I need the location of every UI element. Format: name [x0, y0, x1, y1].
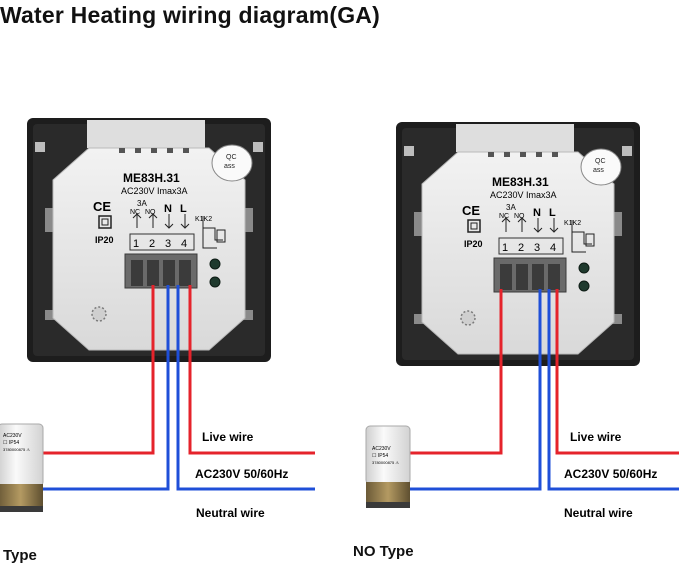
type-label-left: Type [3, 547, 37, 564]
live-wire-actuator-right [408, 289, 503, 455]
qc-line-2: ass [593, 167, 604, 174]
k1k2-label: K1K2 [195, 216, 212, 223]
terminal-4: 4 [181, 238, 187, 250]
actuator-text-3: 3780000875 ⚠ [3, 447, 30, 452]
neutral-wire-label-right: Neutral wire [564, 506, 633, 520]
ce-mark: CE [93, 199, 111, 214]
live-wire-label-left: Live wire [202, 430, 254, 444]
live-wire-label-right: Live wire [570, 430, 622, 444]
type-label-right: NO Type [353, 543, 414, 560]
l-label: L [180, 203, 187, 215]
supply-label-left: AC230V 50/60Hz [195, 467, 288, 481]
actuator-text-2: ☐ IP54 [3, 440, 19, 446]
live-wire-supply-left [188, 285, 315, 455]
neutral-wire-actuator-left [42, 285, 170, 491]
actuator-text-1: AC230V [372, 446, 391, 452]
qc-badge: QC ass [224, 154, 237, 170]
terminal-4: 4 [550, 242, 556, 254]
neutral-wire-supply-left [176, 285, 315, 491]
actuator-text-2: ☐ IP54 [372, 453, 388, 459]
terminal-2: 2 [518, 242, 524, 254]
live-wire-actuator-left [42, 285, 155, 455]
nc-label: NC [499, 213, 509, 220]
model-label: ME83H.31 [123, 171, 180, 185]
relay-current: 3A [506, 203, 516, 212]
terminal-3: 3 [534, 242, 540, 254]
wires-left [42, 285, 315, 491]
terminal-2: 2 [149, 238, 155, 250]
ip-rating: IP20 [464, 239, 483, 249]
live-wire-supply-right [555, 289, 679, 455]
nc-label: NC [130, 209, 140, 216]
qc-badge: QC ass [593, 158, 606, 174]
actuator-right: AC230V ☐ IP54 3780000875 ⚠ [365, 425, 411, 508]
rating-label: AC230V Imax3A [121, 186, 188, 196]
no-label: NO [145, 209, 156, 216]
qc-line-1: QC [595, 158, 606, 165]
k1k2-label: K1K2 [564, 220, 581, 227]
actuator-left: AC230V ☐ IP54 3780000875 ⚠ [0, 423, 44, 512]
relay-current: 3A [137, 199, 147, 208]
n-label: N [164, 203, 172, 215]
n-label: N [533, 207, 541, 219]
actuator-text-1: AC230V [3, 433, 22, 439]
rating-label: AC230V Imax3A [490, 190, 557, 200]
l-label: L [549, 207, 556, 219]
terminal-1: 1 [502, 242, 508, 254]
supply-label-right: AC230V 50/60Hz [564, 467, 657, 481]
terminal-1: 1 [133, 238, 139, 250]
neutral-wire-actuator-right [408, 289, 542, 491]
neutral-wire-label-left: Neutral wire [196, 506, 265, 520]
ce-mark: CE [462, 203, 480, 218]
ip-rating: IP20 [95, 235, 114, 245]
model-label: ME83H.31 [492, 175, 549, 189]
no-label: NO [514, 213, 525, 220]
qc-line-1: QC [226, 154, 237, 161]
qc-line-2: ass [224, 163, 235, 170]
terminal-3: 3 [165, 238, 171, 250]
page-title: Water Heating wiring diagram(GA) [0, 2, 380, 28]
actuator-text-3: 3780000875 ⚠ [372, 460, 399, 465]
wires-right [408, 289, 679, 491]
neutral-wire-supply-right [547, 289, 679, 491]
